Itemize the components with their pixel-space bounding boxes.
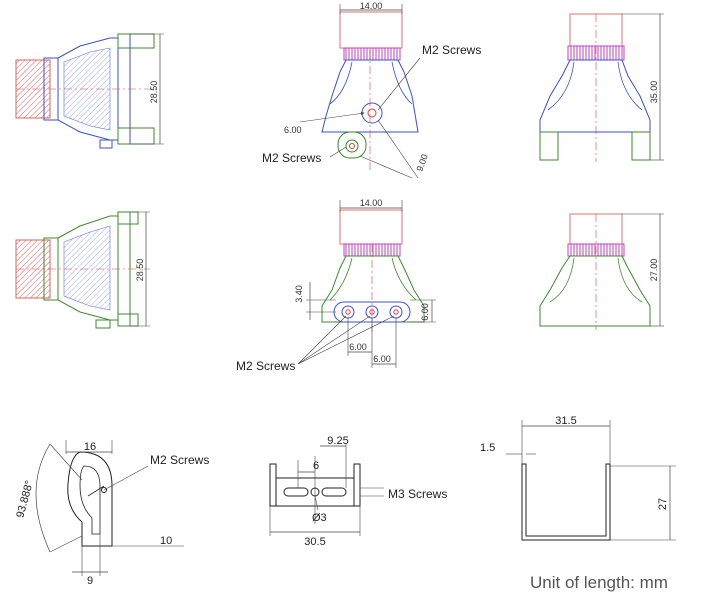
- bracket-s-dim: 6: [313, 460, 319, 472]
- plate-height-dim: 6.00: [420, 303, 430, 321]
- bracket-drawing: 9.25 6 Ø3 M3 Screws 30.5: [269, 435, 447, 548]
- u-height-dim: 27: [657, 498, 669, 510]
- u-profile-drawing: 31.5 1.5 27: [480, 415, 676, 541]
- arm-angle-dim: 93.888°: [14, 479, 35, 519]
- arm-width-dim: 16: [84, 441, 96, 453]
- arm-base-dim: 9: [87, 575, 93, 587]
- top-left-section-view: 28.50: [15, 33, 164, 149]
- mid-front-width-dim: 14.00: [360, 198, 383, 208]
- mid-front-view: 14.00 3.40 6.00 6.00 6.00 M2 Screws: [236, 198, 436, 373]
- bracket-width-dim: 30.5: [304, 536, 325, 548]
- mid-left-section-view: 28.50: [15, 211, 150, 329]
- top-front-width-dim: 14.00: [360, 1, 383, 11]
- m2-screws-label-arm: M2 Screws: [150, 453, 209, 467]
- hole-pitch-2-dim: 6.00: [373, 354, 391, 364]
- arm-part-drawing: 16 93.888° M2 Screws 10 9: [14, 440, 209, 587]
- top-right-height-dim: 35.00: [649, 81, 659, 104]
- hole-pitch-1-dim: 6.00: [349, 342, 367, 352]
- screw-offset-dim: 6.00: [284, 125, 302, 135]
- top-side-height-dim: 28.50: [149, 81, 159, 104]
- m2-screws-label-top: M2 Screws: [422, 43, 481, 57]
- hole-offset-dim: 3.40: [294, 285, 304, 303]
- m3-screws-label: M3 Screws: [388, 487, 447, 501]
- mid-side-height-dim: 28.50: [135, 259, 145, 282]
- bracket-hole-dim: Ø3: [312, 512, 327, 524]
- u-width-dim: 31.5: [555, 415, 576, 427]
- u-thickness-dim: 1.5: [480, 442, 495, 454]
- bracket-c-dim: 9.25: [327, 435, 348, 447]
- arm-thickness-dim: 10: [160, 535, 172, 547]
- top-front-view: 14.00 6.00 9.00 M2 Screws M2 Screws: [262, 1, 481, 179]
- m2-screws-label-mid: M2 Screws: [236, 359, 295, 373]
- mid-right-view: 27.00: [539, 213, 664, 330]
- unit-of-length-note: Unit of length: mm: [530, 573, 668, 592]
- top-right-view: 35.00: [539, 13, 664, 162]
- m2-screws-label-top-side: M2 Screws: [262, 151, 321, 165]
- mid-right-height-dim: 27.00: [649, 259, 659, 282]
- screw-drop-dim: 9.00: [414, 153, 429, 173]
